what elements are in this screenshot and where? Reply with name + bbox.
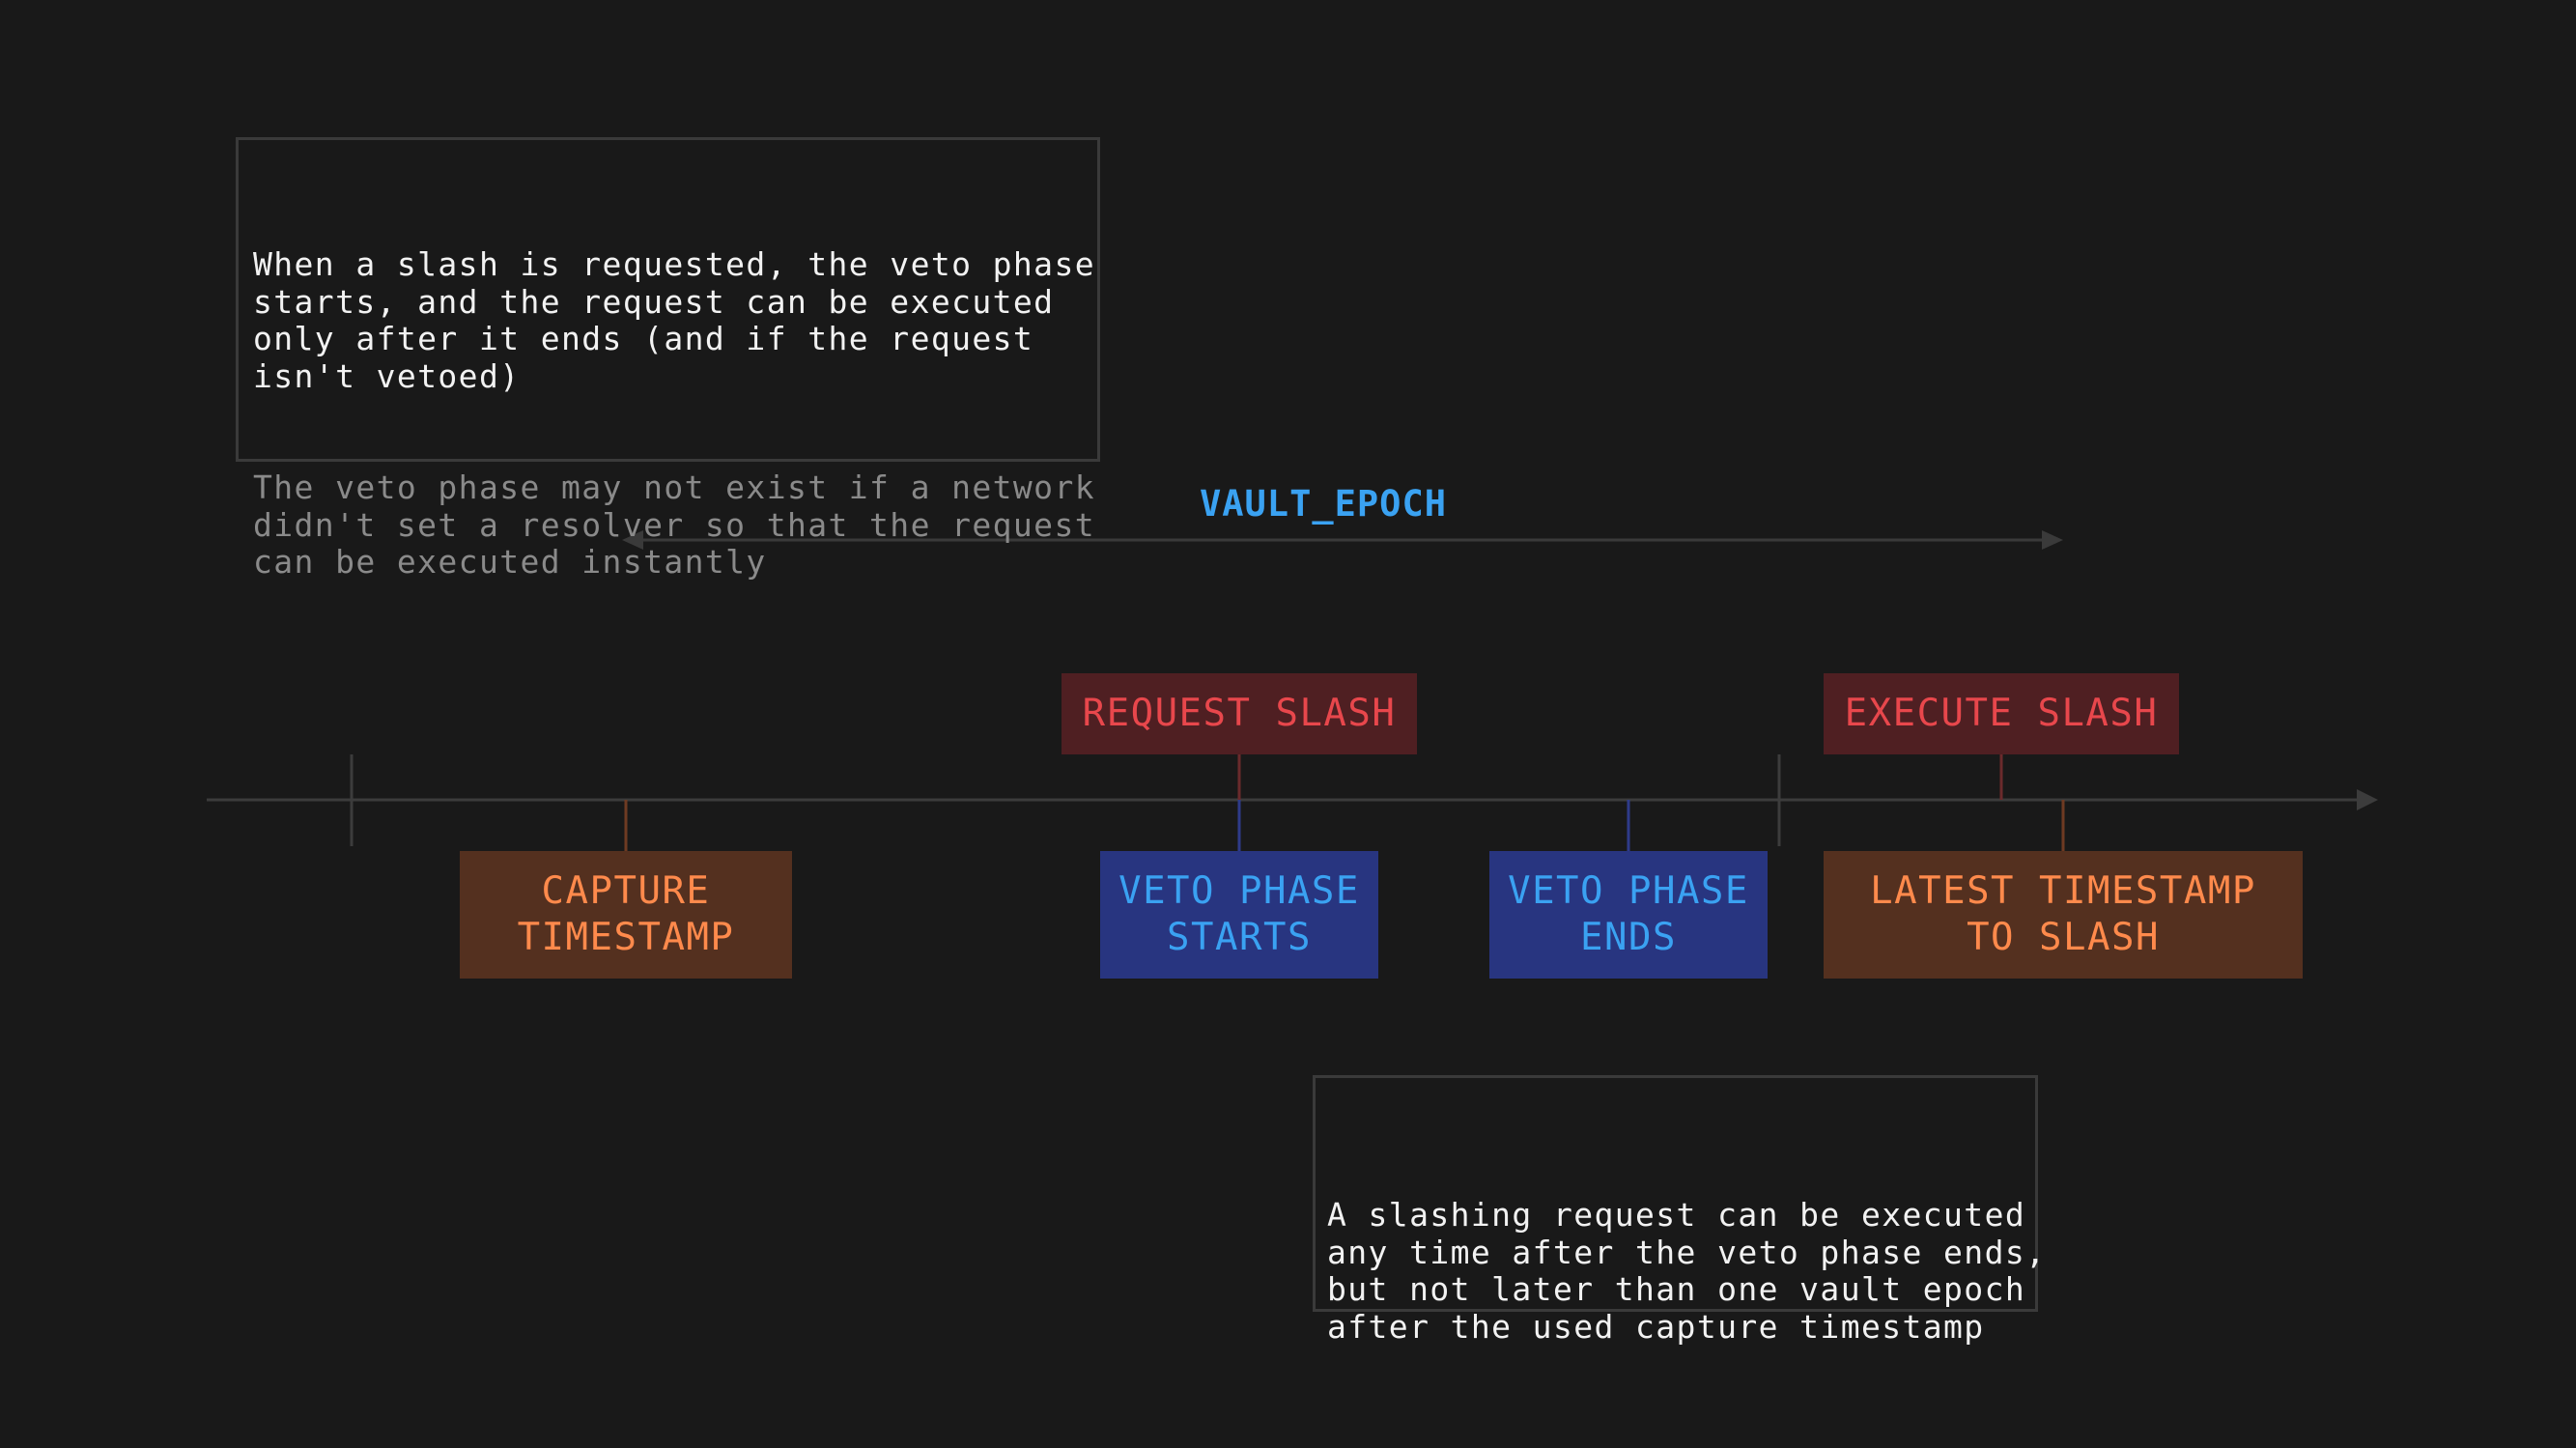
latest-timestamp-to-slash-event: LATEST TIMESTAMP TO SLASH <box>1824 851 2303 979</box>
execution-window-note: A slashing request can be executed any t… <box>1313 1075 2045 1345</box>
vault-epoch-label: VAULT_EPOCH <box>1199 483 1448 525</box>
vault-epoch-span-arrow <box>622 530 2063 550</box>
veto-phase-note-text: When a slash is requested, the veto phas… <box>253 245 1095 395</box>
execute-slash-event: EXECUTE SLASH <box>1824 673 2179 754</box>
timeline-axis <box>207 789 2378 810</box>
veto-phase-note-secondary-text: The veto phase may not exist if a networ… <box>253 468 1095 581</box>
veto-phase-starts-event: VETO PHASE STARTS <box>1100 851 1378 979</box>
execution-window-note-text: A slashing request can be executed any t… <box>1327 1196 2047 1346</box>
veto-phase-note: When a slash is requested, the veto phas… <box>236 137 1100 581</box>
capture-timestamp-event: CAPTURE TIMESTAMP <box>460 851 792 979</box>
veto-phase-ends-event: VETO PHASE ENDS <box>1489 851 1768 979</box>
request-slash-event: REQUEST SLASH <box>1062 673 1417 754</box>
